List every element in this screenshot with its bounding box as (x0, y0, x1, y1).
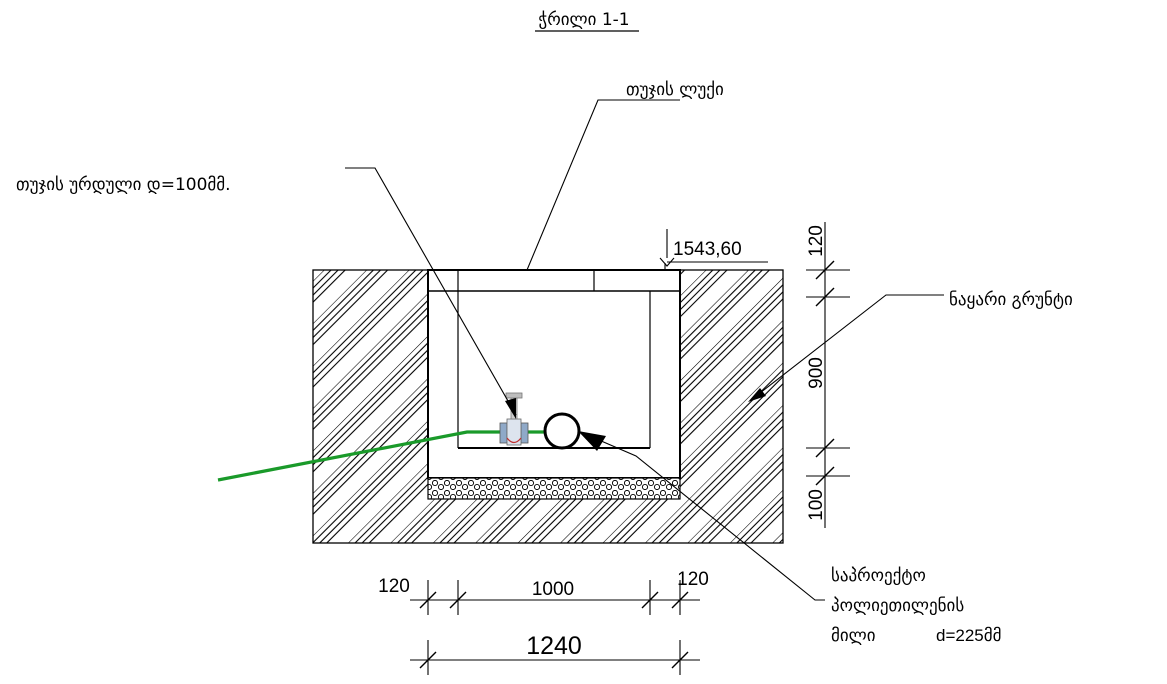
horizontal-dimension-total (410, 640, 700, 675)
section-title: ჭრილი 1-1 (538, 10, 629, 30)
vertical-dimension (806, 222, 850, 528)
soil-leader-arrow (748, 388, 766, 402)
elevation-value: 1543,60 (673, 239, 742, 260)
pipe-label-line1: საპროექტო (831, 566, 926, 586)
dim-horizontal-total: 1240 (526, 632, 582, 660)
lid-leader (526, 99, 680, 271)
soil-label: ნაყარი გრუნტი (949, 290, 1073, 310)
lid-label: თუჯის ლუქი (626, 80, 724, 100)
pe-pipe-section (543, 412, 581, 450)
pipe-label-line3b: d=225მმ (936, 626, 1002, 645)
elevation-arrow (659, 257, 675, 267)
horizontal-dimension-upper (410, 580, 700, 615)
dim-vertical-mid: 900 (806, 357, 827, 389)
dim-vertical-top: 120 (806, 225, 827, 257)
water-pipe (217, 430, 500, 482)
valve-leader (345, 167, 517, 416)
gravel-bedding (427, 477, 681, 500)
dim-horizontal-left: 120 (378, 576, 410, 597)
dim-horizontal-right: 120 (677, 569, 709, 590)
pipe-leader (577, 430, 825, 601)
valve-leader-arrow (505, 398, 516, 419)
pipe-leader-arrow (578, 431, 606, 451)
valve-label: თუჯის ურდული დ=100მმ. (16, 175, 231, 195)
dim-vertical-bottom: 100 (806, 489, 827, 521)
soil-leader (750, 294, 944, 401)
dim-horizontal-mid: 1000 (532, 579, 574, 600)
pipe-label-line2: პოლიეთილენის (831, 596, 964, 616)
pipe-label-line3a: მილი (831, 626, 876, 646)
